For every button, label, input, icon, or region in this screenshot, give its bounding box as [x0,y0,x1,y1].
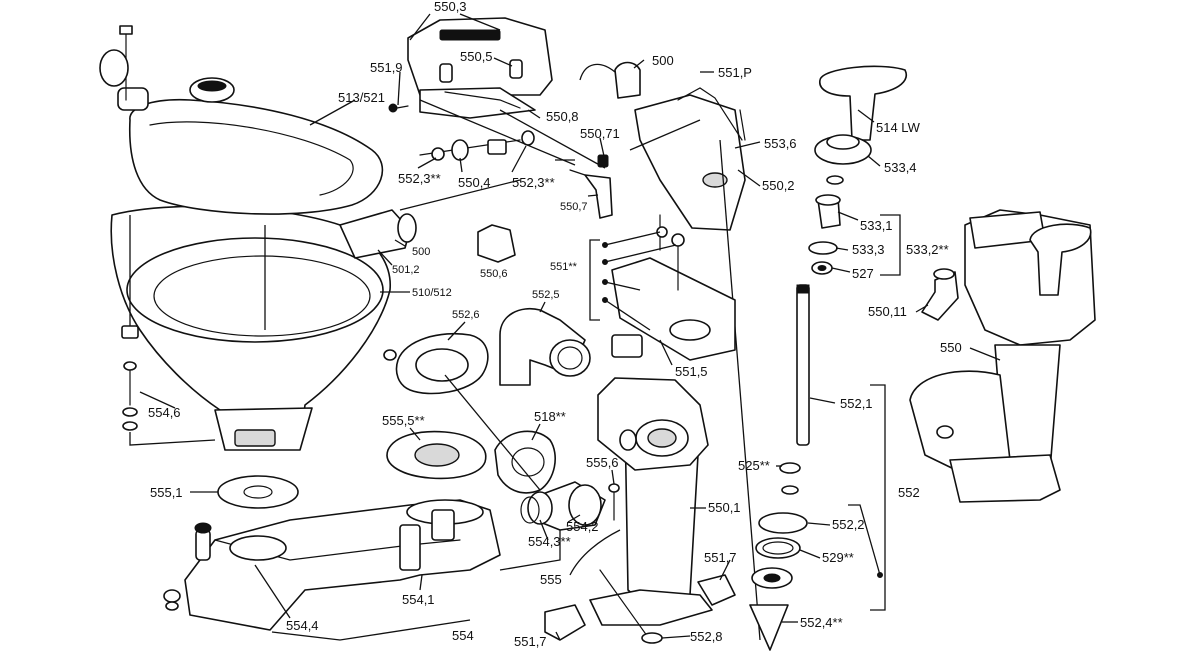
pump-foot-right [949,454,1061,503]
toilet-seat-lid [128,98,384,215]
elbow-550-11 [921,271,959,321]
pump-foot [589,589,713,626]
label-555: 555 [540,572,562,587]
label-550-6: 550,6 [480,268,508,280]
clip-550-7 [584,174,613,219]
label-500-mid: 500 [412,246,430,258]
label-552-3-left: 552,3** [398,171,441,186]
label-551-p: 551,P [718,65,752,80]
label-552-6: 552,6 [452,309,480,321]
label-550: 550 [940,340,962,355]
label-550-4: 550,4 [458,175,491,190]
label-529: 529** [822,550,854,565]
foot-pad-left [544,604,586,641]
label-551-star: 551** [550,261,578,273]
base-gasket [217,475,299,509]
piston-rod-552-1 [796,284,810,446]
label-552-8: 552,8 [690,629,723,644]
label-500-top: 500 [652,53,674,68]
label-552-4: 552,4** [800,615,843,630]
label-501-2: 501,2 [392,264,420,276]
label-555-1: 555,1 [150,485,183,500]
piston-assembly [749,65,907,651]
complete-pump-550 [909,209,1096,503]
label-550-2: 550,2 [762,178,795,193]
label-551-7-left: 551,7 [514,634,547,649]
label-552-1: 552,1 [840,396,873,411]
label-550-3: 550,3 [434,0,467,14]
label-550-11: 550,11 [868,304,907,319]
plug-550-6 [477,224,516,263]
pump-top-cover [629,87,761,641]
foot-pad-right [697,574,736,606]
label-552-2: 552,2 [832,517,865,532]
top-cover-550-2 [634,94,746,231]
label-553-6: 553,6 [764,136,797,151]
label-552-3-right: 552,3** [512,175,555,190]
label-533-3: 533,3 [852,242,885,257]
bowl-rim [126,237,384,343]
label-555-5: 555,5** [382,413,425,428]
label-552-5: 552,5 [532,289,560,301]
label-554-4: 554,4 [286,618,319,633]
part-labels: 550,3 551,9 550,5 500 551,P 513/521 550,… [148,0,962,649]
t-handle-514 [819,65,907,141]
elbow-518 [494,430,556,494]
pump-lower-housing [909,370,1011,473]
cone-552-4 [749,604,789,651]
label-551-5: 551,5 [675,364,708,379]
label-550-8: 550,8 [546,109,579,124]
label-513-521: 513/521 [338,90,385,105]
disc-552-2 [758,512,808,534]
inlet-parts [339,61,641,263]
pump-base-assembly [163,308,620,631]
label-551-9: 551,9 [370,60,403,75]
label-554-3: 554,3** [528,534,571,549]
label-518: 518** [534,409,566,424]
label-533-2: 533,2** [906,242,949,257]
o-ring-533-3 [808,241,838,255]
label-550-5: 550,5 [460,49,493,64]
valve-plate-551 [589,214,736,361]
label-550-1: 550,1 [708,500,741,515]
bracket-550-8 [419,87,536,119]
label-554: 554 [452,628,474,643]
label-552: 552 [898,485,920,500]
label-510-512: 510/512 [412,287,452,299]
label-550-71: 550,71 [580,126,620,141]
leader-lines [129,13,1001,641]
seat-hinge [117,87,149,111]
label-527: 527 [852,266,874,281]
label-554-6: 554,6 [148,405,181,420]
label-525: 525** [738,458,770,473]
label-554-1: 554,1 [402,592,435,607]
lever-handle-assembly [388,17,613,219]
label-550-7: 550,7 [560,201,588,213]
pump-cylinder-assembly [544,377,736,644]
label-551-7-right: 551,7 [704,550,737,565]
label-533-1: 533,1 [860,218,893,233]
label-514-lw: 514 LW [876,120,921,135]
label-555-6: 555,6 [586,455,619,470]
toilet-bowl-assembly [99,25,391,509]
hose-500-top [614,61,641,99]
label-533-4: 533,4 [884,160,917,175]
pump-base [184,499,501,631]
label-554-2: 554,2 [566,519,599,534]
